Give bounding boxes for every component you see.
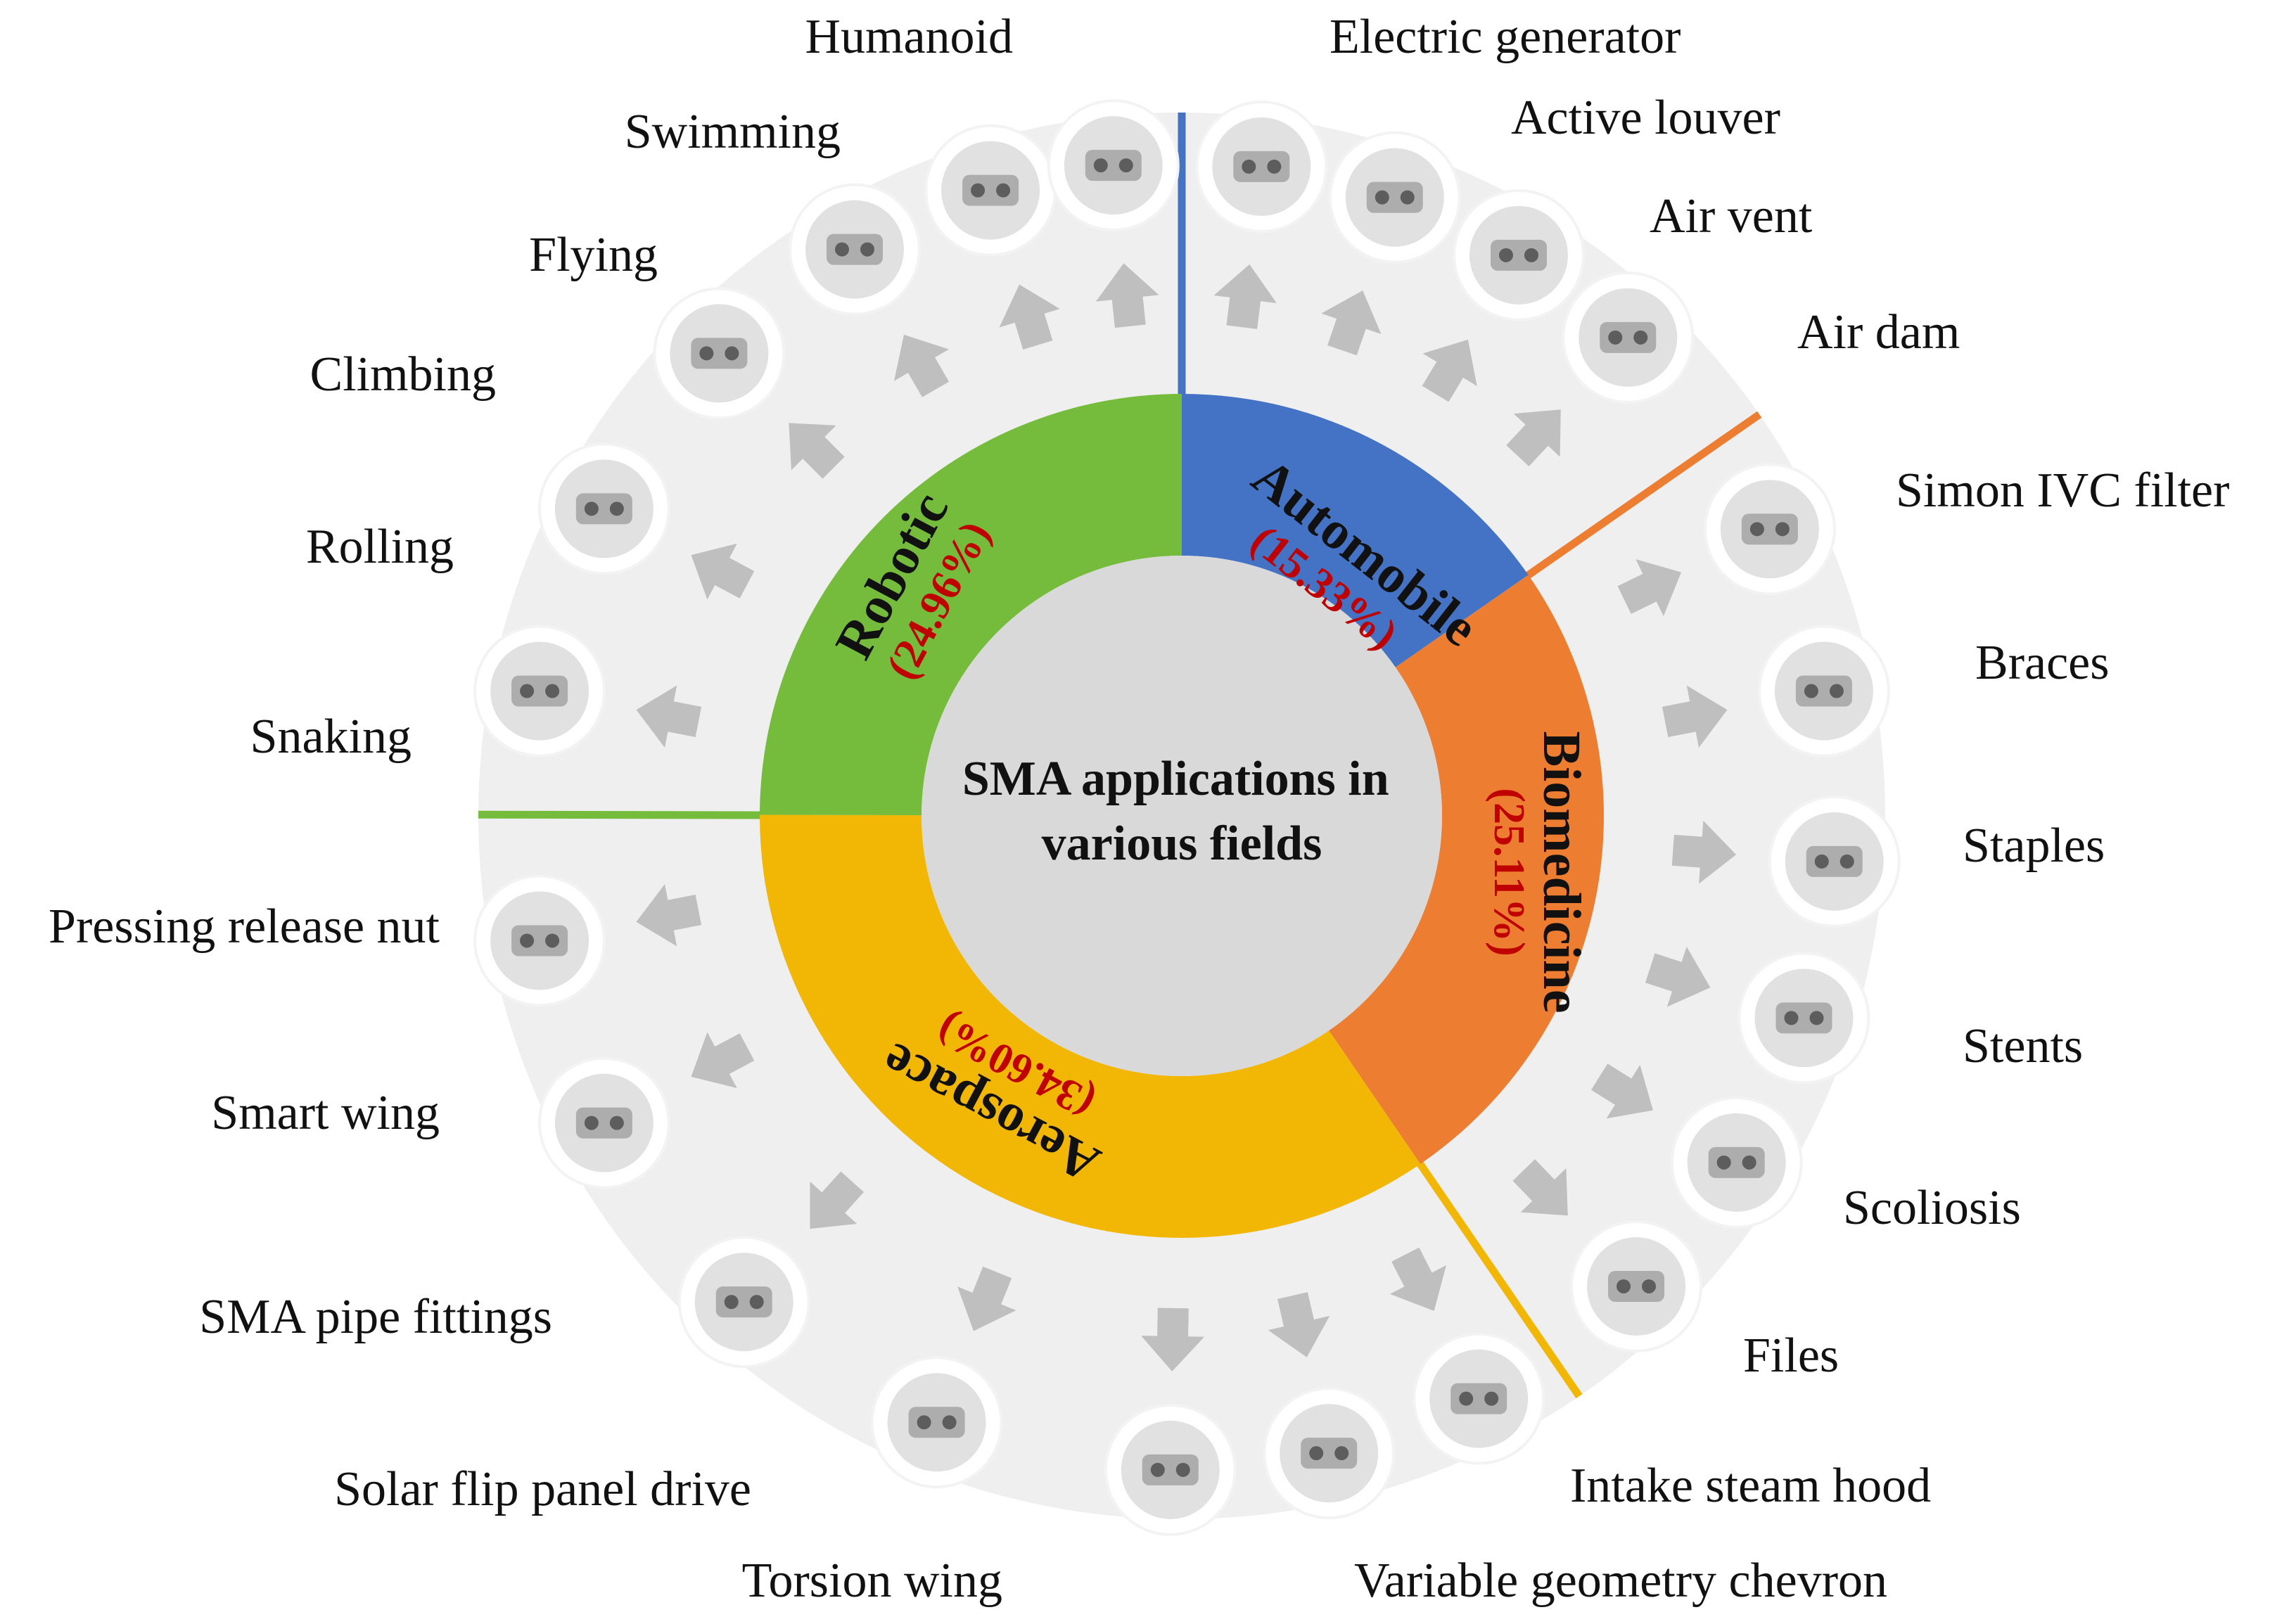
arrow-stents bbox=[1645, 946, 1711, 1007]
label-files: Files bbox=[1743, 1329, 1839, 1383]
center-title: SMA applications in various fields bbox=[962, 752, 1401, 871]
center-title-line-1: SMA applications in bbox=[962, 752, 1389, 806]
pipe-fitting-icon bbox=[677, 1236, 810, 1369]
arrow-flying bbox=[894, 334, 950, 397]
arrow-active-louver bbox=[1321, 290, 1382, 356]
label-air-vent: Air vent bbox=[1650, 189, 1813, 243]
climbing-robot-icon bbox=[653, 287, 786, 420]
arrow-air-vent bbox=[1422, 339, 1477, 402]
arrow-braces bbox=[1662, 685, 1728, 748]
sector-label-biomedicine: Biomedicine (25.11%) bbox=[1485, 731, 1591, 1013]
sector-robotic bbox=[760, 394, 1182, 816]
arrow-snaking bbox=[636, 685, 702, 748]
sector-name-biomedicine: Biomedicine bbox=[1532, 731, 1591, 1013]
application-thumbnails bbox=[473, 99, 1901, 1536]
divider-robotic bbox=[478, 810, 762, 819]
label-staples: Staples bbox=[1963, 819, 2105, 873]
label-braces: Braces bbox=[1975, 636, 2109, 690]
staples-icon bbox=[1768, 795, 1901, 928]
center-disc bbox=[922, 556, 1442, 1076]
arrow-simon-ivc-filter bbox=[1617, 559, 1682, 617]
louver-icon bbox=[1328, 131, 1461, 264]
label-active-louver: Active louver bbox=[1511, 91, 1780, 145]
humanoid-robot-icon bbox=[1047, 99, 1180, 232]
sector-aerospace bbox=[760, 814, 1421, 1238]
arrow-rolling bbox=[691, 543, 755, 600]
chevron-nozzle-icon bbox=[1263, 1387, 1396, 1520]
label-simon-ivc-filter: Simon IVC filter bbox=[1896, 463, 2229, 518]
arrow-sma-pipe-fittings bbox=[810, 1171, 864, 1229]
label-snaking: Snaking bbox=[250, 710, 412, 764]
smart-wing-icon bbox=[537, 1056, 670, 1189]
application-arrows bbox=[636, 263, 1737, 1372]
arrow-pressing-release-nut bbox=[636, 884, 702, 947]
label-rolling: Rolling bbox=[306, 520, 454, 574]
air-vent-icon bbox=[1452, 188, 1585, 321]
divider-aerospace bbox=[1416, 1161, 1583, 1399]
label-smart-wing: Smart wing bbox=[211, 1086, 440, 1140]
sector-percent-biomedicine: (25.11%) bbox=[1485, 788, 1533, 956]
arrow-files bbox=[1512, 1159, 1568, 1216]
arrow-variable-geometry-chevron bbox=[1268, 1292, 1330, 1357]
label-electric-generator: Electric generator bbox=[1330, 10, 1681, 64]
generator-icon bbox=[1195, 100, 1328, 233]
label-humanoid: Humanoid bbox=[805, 10, 1013, 64]
label-pressing-release-nut: Pressing release nut bbox=[49, 900, 440, 954]
label-intake-steam-hood: Intake steam hood bbox=[1570, 1459, 1931, 1513]
label-sma-pipe-fittings: SMA pipe fittings bbox=[199, 1290, 552, 1344]
release-nut-icon bbox=[473, 874, 606, 1007]
sector-automobile bbox=[1182, 394, 1529, 667]
sector-biomedicine bbox=[1329, 575, 1604, 1164]
intake-hood-icon bbox=[1413, 1332, 1545, 1465]
rolling-robot-icon bbox=[537, 442, 670, 575]
spine-icon bbox=[1670, 1096, 1803, 1229]
label-variable-geometry-chevron: Variable geometry chevron bbox=[1354, 1554, 1887, 1608]
braces-icon bbox=[1757, 625, 1890, 757]
rover-icon bbox=[870, 1356, 1003, 1489]
arrow-smart-wing bbox=[691, 1032, 755, 1089]
air-dam-icon bbox=[1562, 271, 1695, 404]
arrow-swimming bbox=[999, 284, 1060, 350]
arrow-intake-steam-hood bbox=[1389, 1247, 1447, 1311]
donut-sectors bbox=[760, 394, 1604, 1238]
label-stents: Stents bbox=[1963, 1019, 2083, 1073]
torsion-wing-icon bbox=[1104, 1403, 1237, 1536]
label-torsion-wing: Torsion wing bbox=[742, 1554, 1002, 1608]
swimming-robot-icon bbox=[924, 124, 1057, 257]
label-air-dam: Air dam bbox=[1797, 305, 1960, 359]
label-flying: Flying bbox=[529, 228, 658, 282]
stent-icon bbox=[1737, 952, 1870, 1085]
flying-robot-icon bbox=[789, 183, 921, 316]
arrow-electric-generator bbox=[1213, 264, 1277, 329]
arrow-staples bbox=[1671, 820, 1737, 884]
snake-robot-icon bbox=[473, 625, 606, 757]
label-climbing: Climbing bbox=[310, 347, 496, 402]
label-swimming: Swimming bbox=[625, 105, 841, 159]
label-scoliosis: Scoliosis bbox=[1843, 1181, 2021, 1235]
dental-file-icon bbox=[1570, 1220, 1703, 1353]
sector-dividers bbox=[478, 113, 1762, 1399]
divider-biomedicine bbox=[1524, 411, 1762, 580]
center-title-line-2: various fields bbox=[1042, 817, 1322, 871]
arrow-humanoid bbox=[1095, 263, 1159, 328]
arrow-solar-flip-panel-drive bbox=[957, 1266, 1016, 1331]
arrow-climbing bbox=[789, 423, 845, 479]
arrow-torsion-wing bbox=[1141, 1307, 1205, 1372]
arrow-air-dam bbox=[1506, 409, 1561, 467]
label-solar-flip-panel-drive: Solar flip panel drive bbox=[334, 1462, 751, 1516]
ivc-filter-icon bbox=[1703, 463, 1836, 596]
arrow-scoliosis bbox=[1590, 1063, 1653, 1119]
